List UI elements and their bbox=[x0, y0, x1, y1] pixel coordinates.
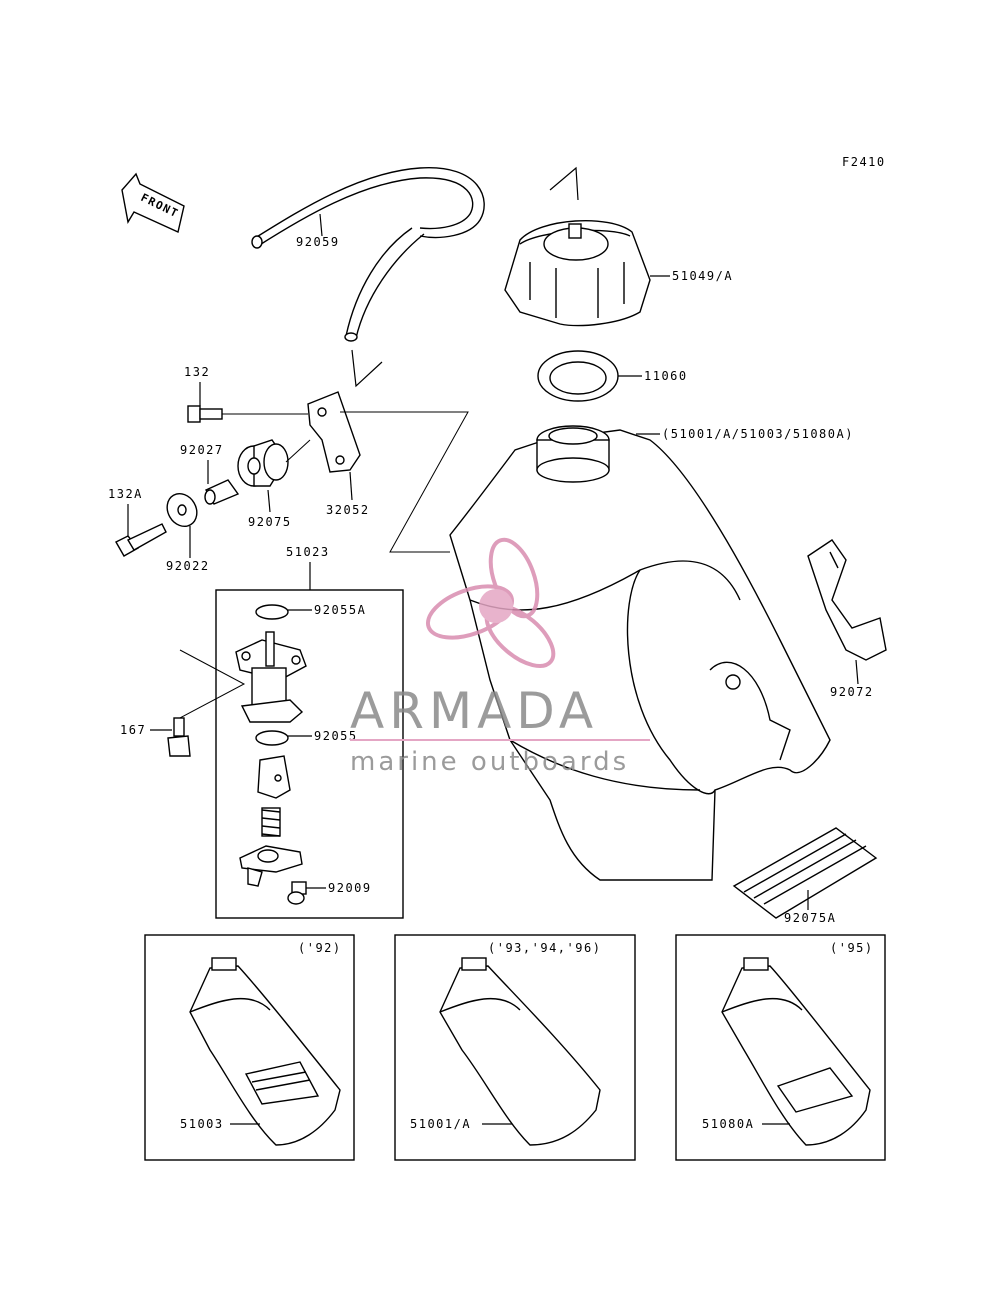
cover-plate bbox=[239, 845, 303, 887]
watermark-tagline: marine outboards bbox=[350, 747, 629, 777]
strap bbox=[807, 539, 887, 661]
o-ring-a bbox=[255, 604, 289, 620]
variant-part: 51001/A bbox=[410, 1117, 471, 1131]
fuel-hose bbox=[251, 167, 485, 342]
pad bbox=[732, 827, 878, 919]
fuel-tank bbox=[449, 425, 831, 881]
o-ring bbox=[255, 730, 289, 746]
label-fuel-tank: (51001/A/51003/51080A) bbox=[662, 427, 854, 441]
bolt-167 bbox=[167, 717, 191, 757]
variant-panel-3: ('95) 51080A bbox=[675, 934, 886, 1161]
label-fuel-cap: 51049/A bbox=[672, 269, 733, 283]
label-bolt-132a: 132A bbox=[108, 487, 143, 501]
label-pad: 92075A bbox=[784, 911, 836, 925]
variant-panel-2: ('93,'94,'96) 51001/A bbox=[394, 934, 636, 1161]
label-cap-gasket: 11060 bbox=[644, 369, 688, 383]
label-o-ring: 92055 bbox=[314, 729, 358, 743]
label-bolt-132: 132 bbox=[184, 365, 210, 379]
variant-tank-illustration bbox=[721, 957, 871, 1146]
label-bolt-167: 167 bbox=[120, 723, 146, 737]
variant-tank-illustration bbox=[439, 957, 601, 1146]
label-o-ring-a: 92055A bbox=[314, 603, 366, 617]
collar bbox=[204, 479, 240, 505]
fuel-cock bbox=[235, 631, 307, 723]
label-fuel-cock: 51023 bbox=[286, 545, 330, 559]
bracket bbox=[307, 391, 361, 473]
variant-panel-1: ('92) 51003 bbox=[144, 934, 355, 1161]
watermark: ARMADA marine outboards bbox=[350, 537, 650, 777]
washer bbox=[166, 492, 198, 528]
bolt-132a bbox=[115, 523, 167, 557]
label-hose: 92059 bbox=[296, 235, 340, 249]
variant-tank-illustration bbox=[189, 957, 341, 1146]
fuel-cock-box bbox=[215, 589, 404, 919]
variant-years: ('95) bbox=[830, 941, 874, 955]
bolt-132 bbox=[187, 405, 223, 423]
cap-gasket bbox=[537, 350, 619, 402]
variant-years: ('93,'94,'96) bbox=[488, 941, 601, 955]
label-screw: 92009 bbox=[328, 881, 372, 895]
figure-code: F2410 bbox=[842, 155, 886, 169]
watermark-brand: ARMADA bbox=[350, 682, 598, 740]
screw bbox=[287, 881, 307, 905]
label-bracket: 32052 bbox=[326, 503, 370, 517]
label-collar: 92027 bbox=[180, 443, 224, 457]
damper bbox=[237, 439, 289, 487]
label-strap: 92072 bbox=[830, 685, 874, 699]
variant-years: ('92) bbox=[298, 941, 342, 955]
propeller-logo-icon bbox=[425, 537, 556, 668]
front-arrow-icon: FRONT bbox=[121, 172, 185, 233]
variant-part: 51003 bbox=[180, 1117, 224, 1131]
fuel-cap bbox=[504, 219, 651, 327]
variant-part: 51080A bbox=[702, 1117, 754, 1131]
valve-spring bbox=[257, 755, 291, 837]
label-damper: 92075 bbox=[248, 515, 292, 529]
label-washer: 92022 bbox=[166, 559, 210, 573]
